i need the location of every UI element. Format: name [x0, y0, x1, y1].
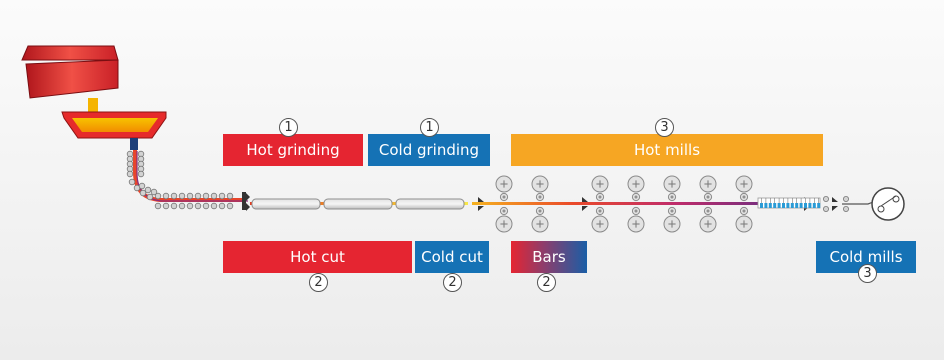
hot-grinding-step-badge: 1 [279, 118, 298, 137]
bars-step-badge: 2 [537, 273, 556, 292]
ladle [21, 45, 119, 112]
cooling-bar [812, 203, 816, 208]
shear-blade [582, 197, 588, 202]
guide-roller [128, 178, 136, 186]
cold-mills-step-badge: 3 [858, 264, 877, 283]
step-number: 3 [863, 266, 872, 281]
guide-roller [226, 202, 234, 210]
guide-roller [186, 192, 194, 200]
guide-roller [210, 202, 218, 210]
cooling-bar [773, 203, 777, 208]
guide-roller [194, 202, 202, 210]
mill-stands [495, 175, 753, 233]
shear-blade [478, 206, 484, 211]
shear-blade [832, 206, 838, 211]
guide-roller [178, 202, 186, 210]
cooling-bar [795, 203, 799, 208]
pinch-roller [843, 195, 850, 202]
rolled-rod [472, 202, 760, 205]
cooling-bar [777, 203, 781, 208]
cold-mills-text: Cold mills [829, 248, 903, 266]
hot-mills-step-badge: 3 [655, 118, 674, 137]
cooling-bar [790, 203, 794, 208]
step-number: 1 [425, 120, 434, 135]
step-number: 2 [314, 275, 323, 290]
torch-cutter [242, 192, 250, 211]
strand-guide-rollers [126, 150, 234, 210]
guide-roller [139, 189, 147, 197]
guide-roller [186, 202, 194, 210]
cooling-bar [799, 203, 803, 208]
coiler [871, 187, 905, 221]
cooling-bar [760, 203, 763, 208]
cooling-bar [768, 203, 772, 208]
guide-roller [202, 192, 210, 200]
guide-roller [138, 182, 146, 190]
guide-roller [218, 202, 226, 210]
hot-mills-text: Hot mills [633, 141, 701, 159]
cooling-bar [817, 203, 821, 208]
hot-grinding-text: Hot grinding [246, 141, 340, 159]
pinch-roller [843, 205, 850, 212]
cold-cut-label: Cold cut [415, 241, 489, 273]
cooling-bed [757, 195, 850, 212]
guide-roller [144, 186, 152, 194]
bars-label: Bars [511, 241, 587, 273]
guide-roller [154, 192, 162, 200]
cold-cut-step-badge: 2 [443, 273, 462, 292]
bars-text: Bars [532, 248, 566, 266]
guide-roller [154, 202, 162, 210]
pinch-roller [823, 205, 830, 212]
cooling-bar [804, 203, 807, 208]
guide-roller [146, 193, 154, 201]
hot-cut-label: Hot cut [223, 241, 412, 273]
tundish [61, 111, 167, 150]
shear-blade [832, 197, 838, 202]
hot-grinding-label: Hot grinding [223, 134, 363, 166]
guide-roller [170, 192, 178, 200]
guide-roller [194, 192, 202, 200]
cold-grinding-text: Cold grinding [378, 141, 480, 159]
guide-roller [137, 170, 145, 178]
guide-roller [210, 192, 218, 200]
shear-blade [478, 197, 484, 202]
pinch-roller [823, 195, 830, 202]
guide-roller [162, 202, 170, 210]
billets [251, 198, 465, 210]
cooling-bar [764, 203, 768, 208]
step-number: 3 [660, 120, 669, 135]
shear-blade [582, 206, 588, 211]
step-number: 2 [542, 275, 551, 290]
guide-roller [226, 192, 234, 200]
step-number: 2 [448, 275, 457, 290]
guide-roller [126, 170, 134, 178]
cooling-bar [786, 203, 790, 208]
hot-mills-label: Hot mills [511, 134, 823, 166]
guide-roller [170, 202, 178, 210]
hot-cut-step-badge: 2 [309, 273, 328, 292]
cold-grinding-label: Cold grinding [368, 134, 490, 166]
step-number: 1 [284, 120, 293, 135]
guide-roller [202, 202, 210, 210]
guide-roller [178, 192, 186, 200]
guide-roller [150, 188, 158, 196]
cooling-bar [782, 203, 785, 208]
guide-roller [218, 192, 226, 200]
hot-cut-text: Hot cut [290, 248, 345, 266]
cold-grinding-step-badge: 1 [420, 118, 439, 137]
cooling-bar [808, 203, 812, 208]
guide-roller [162, 192, 170, 200]
cold-cut-text: Cold cut [421, 248, 483, 266]
